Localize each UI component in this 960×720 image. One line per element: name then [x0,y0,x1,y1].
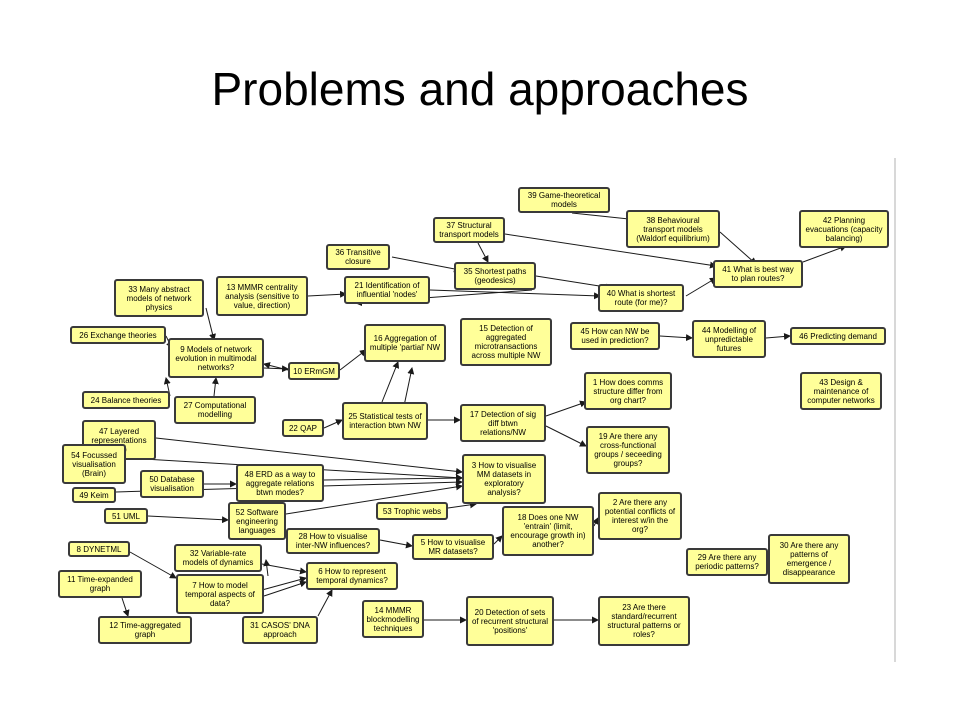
edge-arrow [323,474,463,482]
edge-arrow [261,563,307,575]
node-37[interactable]: 37 Structural transport models [433,217,505,243]
edge-arrow [129,551,177,579]
edge-arrow [477,242,489,263]
edge-arrow [379,539,413,549]
edge-arrow [659,334,693,342]
node-44[interactable]: 44 Modelling of unpredictable futures [692,320,766,358]
edge-arrow [765,333,791,340]
node-35[interactable]: 35 Shortest paths (geodesics) [454,262,536,290]
edge-arrow [403,367,415,407]
node-45[interactable]: 45 How can NW be used in prediction? [570,322,660,350]
edge-arrow [323,419,343,429]
node-15[interactable]: 15 Detection of aggregated microtransact… [460,318,552,366]
node-32[interactable]: 32 Variable-rate models of dynamics [174,544,262,572]
node-7[interactable]: 7 How to model temporal aspects of data? [176,574,264,614]
node-24[interactable]: 24 Balance theories [82,391,170,409]
edge-arrow [285,483,463,515]
node-40[interactable]: 40 What is shortest route (for me)? [598,284,684,312]
edge-arrow [592,517,599,527]
node-51[interactable]: 51 UML [104,508,148,524]
node-41[interactable]: 41 What is best way to plan routes? [713,260,803,288]
slide-title: Problems and approaches [211,63,749,115]
node-8[interactable]: 8 DYNETML [68,541,130,557]
edge-arrow [339,349,367,371]
edge-arrow [802,244,847,263]
edge-arrow [545,425,587,447]
node-31[interactable]: 31 CASOS' DNA approach [242,616,318,644]
edge-arrow [685,277,717,297]
edge-arrow [317,589,333,617]
concept-map: 39 Game-theoretical models 37 Structural… [56,158,896,662]
node-53[interactable]: 53 Trophic webs [376,502,448,520]
edge-arrow [429,289,601,300]
node-23[interactable]: 23 Are there standard/recurrent structur… [598,596,690,646]
node-49[interactable]: 49 Keim [72,487,116,503]
node-1[interactable]: 1 How does comms structure differ from o… [584,372,672,410]
edge-arrow [263,559,271,577]
node-30[interactable]: 30 Are there any patterns of emergence /… [768,534,850,584]
node-17[interactable]: 17 Detection of sig diff btwn relations/… [460,404,546,442]
node-18[interactable]: 18 Does one NW 'entrain' (limit, encoura… [502,506,594,556]
node-3[interactable]: 3 How to visualise MM datasets in explor… [462,454,546,504]
node-10[interactable]: 10 ERmGM [288,362,340,380]
node-12[interactable]: 12 Time-aggregated graph [98,616,192,644]
edge-arrow [155,437,463,475]
node-13[interactable]: 13 MMMR centrality analysis (sensitive t… [216,276,308,316]
node-2[interactable]: 2 Are there any potential conflicts of i… [598,492,682,540]
node-43[interactable]: 43 Design & maintenance of computer netw… [800,372,882,410]
edge-arrow [504,233,717,269]
node-9[interactable]: 9 Models of network evolution in multimo… [168,338,264,378]
node-11[interactable]: 11 Time-expanded graph [58,570,142,598]
node-26[interactable]: 26 Exchange theories [70,326,166,344]
node-14[interactable]: 14 MMMR blockmodelling techniques [362,600,424,638]
node-25[interactable]: 25 Statistical tests of interaction btwn… [342,402,428,440]
edge-arrow [447,501,477,509]
node-5[interactable]: 5 How to visualise MR datasets? [412,534,494,560]
node-36[interactable]: 36 Transitive closure [326,244,390,270]
node-21[interactable]: 21 Identification of influential 'nodes' [344,276,430,304]
node-28[interactable]: 28 How to visualise inter-NW influences? [286,528,380,554]
node-52[interactable]: 52 Software engineering languages [228,502,286,540]
node-46[interactable]: 46 Predicting demand [790,327,886,345]
node-16[interactable]: 16 Aggregation of multiple 'partial' NW [364,324,446,362]
node-54[interactable]: 54 Focussed visualisation (Brain) [62,444,126,484]
edge-arrow [391,256,461,273]
edge-arrow [719,231,757,265]
node-27[interactable]: 27 Computational modelling [174,396,256,424]
node-48[interactable]: 48 ERD as a way to aggregate relations b… [236,464,324,502]
edge-arrow [147,515,229,524]
node-19[interactable]: 19 Are there any cross-functional groups… [586,426,670,474]
node-22[interactable]: 22 QAP [282,419,324,437]
node-39[interactable]: 39 Game-theoretical models [518,187,610,213]
node-50[interactable]: 50 Database visualisation [140,470,204,498]
node-29[interactable]: 29 Are there any periodic patterns? [686,548,768,576]
edge-arrow [307,290,347,298]
edge-arrow [261,576,307,591]
node-6[interactable]: 6 How to represent temporal dynamics? [306,562,398,590]
node-20[interactable]: 20 Detection of sets of recurrent struct… [466,596,554,646]
edge-arrow [211,377,219,397]
edge-arrow [121,597,130,617]
edge-arrow [263,580,307,597]
edge-arrow [205,307,216,341]
right-edge-strip [894,158,896,662]
edge-arrow [381,361,400,403]
edge-arrow [493,535,503,545]
node-33[interactable]: 33 Many abstract models of network physi… [114,279,204,317]
edge-arrow [263,365,289,373]
edge-arrow [545,400,587,417]
node-38[interactable]: 38 Behavioural transport models (Waldorf… [626,210,720,248]
node-42[interactable]: 42 Planning evacuations (capacity balanc… [799,210,889,248]
